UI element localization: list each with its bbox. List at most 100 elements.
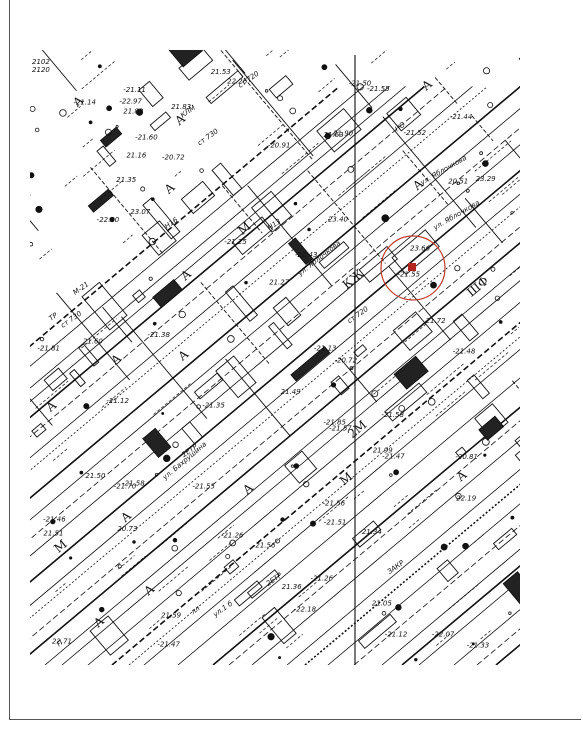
map-annotation: ТР — [48, 311, 60, 323]
utility-node — [494, 295, 501, 301]
building-outline — [250, 190, 293, 233]
building-outline — [211, 162, 243, 197]
building-outline — [267, 321, 293, 350]
elevation-label: -21.14 — [73, 98, 96, 106]
utility-node — [83, 403, 90, 410]
building-outline — [502, 571, 520, 613]
utility-node — [106, 105, 112, 112]
elevation-label: -22.18 — [294, 605, 317, 613]
elevation-label: -21.35 — [202, 401, 225, 409]
cross-line — [224, 50, 246, 74]
utility-node — [371, 390, 379, 398]
utility-node — [398, 106, 403, 112]
cross-line — [219, 50, 314, 161]
utility-line — [393, 494, 409, 508]
utility-node — [172, 537, 178, 543]
map-annotation: П — [55, 638, 65, 648]
elevation-label: 21.99 — [373, 447, 394, 455]
elevation-label: -21.81 — [37, 345, 60, 353]
document-frame — [9, 0, 581, 720]
utility-line — [153, 382, 192, 415]
building-outline — [351, 520, 382, 548]
elevation-label: 21.35 — [116, 176, 137, 184]
elevation-label: -21.38 — [147, 331, 170, 339]
building-outline — [330, 375, 350, 396]
elevation-label: -22.90 — [97, 216, 120, 224]
utility-node — [278, 656, 282, 660]
utility-line — [39, 248, 52, 260]
utility-line — [362, 190, 396, 219]
utility-node — [161, 412, 165, 415]
utility-lines — [30, 50, 520, 662]
utility-line — [82, 137, 95, 148]
cross-line — [90, 167, 164, 254]
elevation-label: 21.83 — [171, 103, 191, 111]
utility-node — [109, 216, 115, 223]
building-outline — [215, 355, 257, 399]
utility-node — [483, 67, 491, 75]
elevation-label: -21.13 — [314, 345, 337, 353]
elevation-label: -21.50 — [349, 80, 372, 88]
utility-node — [289, 107, 297, 115]
street-edge-line — [30, 86, 488, 471]
street-edge-line — [30, 86, 390, 389]
cross-line — [464, 197, 503, 244]
utility-node — [229, 539, 236, 547]
building-outline — [393, 355, 429, 390]
utility-line — [257, 123, 285, 146]
utility-node — [293, 463, 300, 469]
utility-line — [81, 61, 115, 90]
utility-node — [366, 107, 373, 114]
utility-node — [487, 102, 494, 109]
street-edge-line — [30, 108, 520, 521]
elevation-label: -21.85 — [323, 419, 346, 427]
utility-node — [244, 280, 248, 285]
utility-line — [259, 618, 278, 634]
elevation-label: 21.63 — [324, 131, 344, 139]
utility-node — [178, 310, 186, 319]
utility-line — [149, 618, 162, 630]
street-edge-line — [304, 483, 520, 665]
building-outline — [87, 188, 115, 213]
utility-line — [118, 555, 135, 570]
utility-line — [446, 61, 456, 70]
utility-node — [99, 606, 105, 613]
utility-line — [510, 326, 520, 335]
building-outline — [205, 70, 244, 105]
elevation-label: 21.27 — [269, 279, 290, 287]
elevation-label: 21.36 — [282, 583, 303, 591]
utility-node — [196, 404, 201, 409]
elevation-label: 20.73 — [117, 525, 137, 533]
building-outline — [358, 245, 399, 283]
utility-node — [277, 95, 283, 102]
utility-line — [281, 142, 319, 174]
elevation-label: 21.51 — [43, 530, 63, 538]
utility-line — [239, 613, 265, 636]
cross-line — [402, 150, 450, 207]
utility-line — [403, 277, 429, 299]
elevation-label: 22.26 — [227, 78, 248, 86]
building-outline — [268, 74, 294, 99]
street-edge-line — [353, 525, 520, 665]
building-blocks — [31, 50, 520, 656]
building-outline — [452, 313, 480, 342]
elevation-label: 21.72 — [425, 317, 446, 325]
building-outline — [149, 111, 172, 132]
utility-line — [35, 380, 69, 409]
cross-line — [307, 170, 386, 264]
street-edge-line — [30, 86, 448, 438]
building-outline — [193, 372, 224, 400]
utility-line — [348, 155, 387, 188]
utility-node — [148, 276, 153, 281]
elevation-label: 23.66 — [410, 245, 431, 253]
elevation-label: 21.60 — [83, 337, 104, 345]
street-edge-line — [381, 548, 520, 665]
building-outline — [318, 241, 350, 269]
utility-node — [347, 166, 355, 173]
utility-node — [427, 398, 436, 406]
building-outline — [357, 613, 398, 649]
utility-node — [398, 405, 406, 412]
utility-line — [318, 78, 335, 93]
building-outline — [89, 615, 129, 656]
corner-code: 2120 — [32, 66, 50, 74]
